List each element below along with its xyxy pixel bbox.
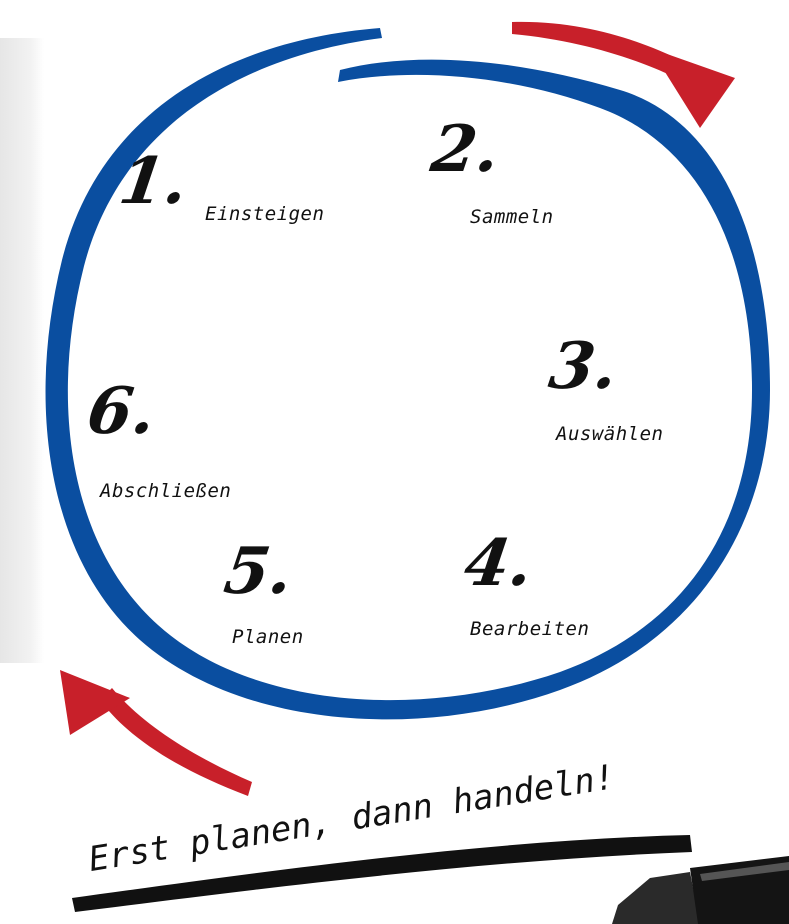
step-2-number: 2. bbox=[428, 118, 504, 182]
marker-pen-icon bbox=[612, 856, 789, 924]
step-4-number: 4. bbox=[461, 532, 537, 596]
step-4-label: Bearbeiten bbox=[470, 620, 589, 639]
step-5-label: Planen bbox=[232, 628, 304, 647]
step-5-number: 5. bbox=[221, 540, 297, 604]
step-1-number: 1. bbox=[116, 150, 192, 214]
step-3-label: Auswählen bbox=[556, 425, 663, 444]
step-1-label: Einsteigen bbox=[205, 205, 324, 224]
step-3-number: 3. bbox=[546, 335, 622, 399]
step-2-label: Sammeln bbox=[470, 208, 554, 227]
step-6-label: Abschließen bbox=[100, 482, 231, 501]
step-6-number: 6. bbox=[84, 380, 160, 444]
